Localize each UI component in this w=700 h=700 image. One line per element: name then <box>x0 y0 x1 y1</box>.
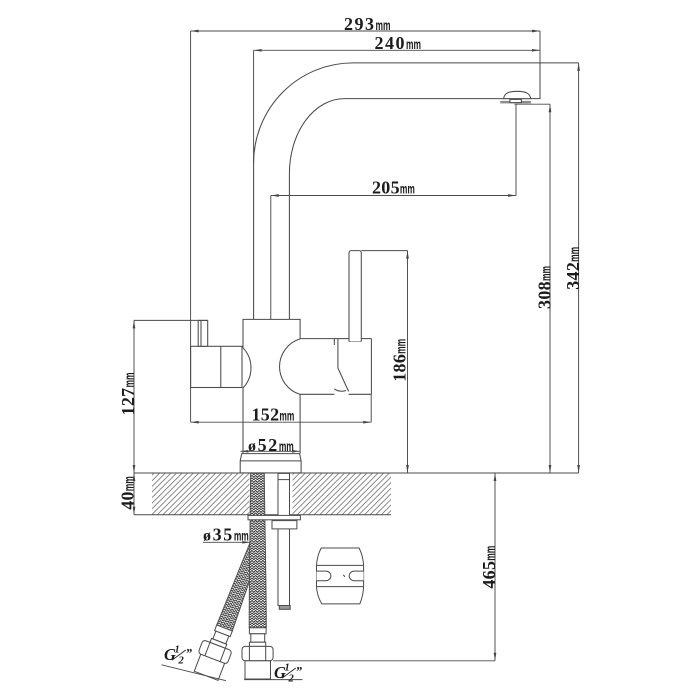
svg-text:152mm: 152mm <box>252 405 295 425</box>
svg-text:ø35mm: ø35mm <box>203 524 249 544</box>
svg-text:1: 1 <box>175 645 180 656</box>
svg-text:186mm: 186mm <box>390 339 410 382</box>
svg-text:2: 2 <box>178 656 185 667</box>
svg-text:308mm: 308mm <box>535 266 555 309</box>
svg-text:”: ” <box>186 646 193 661</box>
svg-text:”: ” <box>296 664 303 679</box>
svg-text:342mm: 342mm <box>563 247 583 290</box>
svg-text:2: 2 <box>288 674 295 685</box>
svg-text:1: 1 <box>285 663 290 674</box>
svg-text:293mm: 293mm <box>344 14 391 34</box>
svg-text:ø52mm: ø52mm <box>248 435 294 455</box>
svg-text:240mm: 240mm <box>375 33 422 53</box>
svg-text:40mm: 40mm <box>118 476 138 510</box>
svg-text:465mm: 465mm <box>479 546 499 589</box>
svg-text:127mm: 127mm <box>118 373 138 416</box>
svg-text:205mm: 205mm <box>372 178 415 198</box>
